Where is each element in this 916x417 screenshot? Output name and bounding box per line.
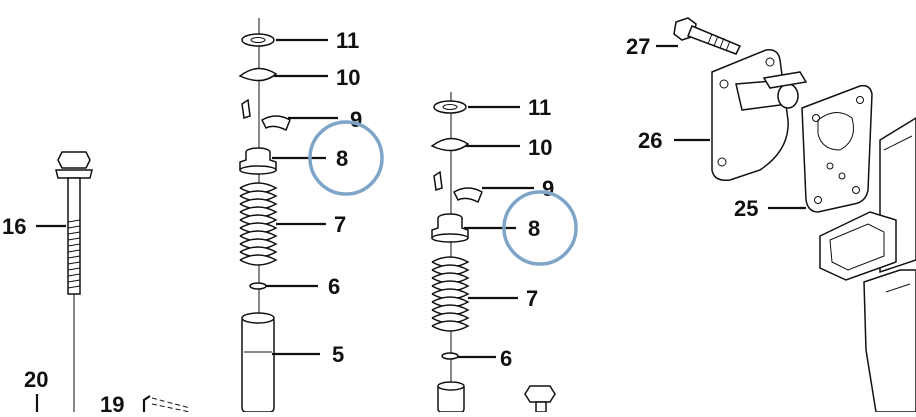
callout-8-a: 8	[336, 146, 348, 171]
callout-9-b: 9	[542, 176, 554, 201]
bolt-bottom-center	[524, 385, 556, 413]
callout-11-b: 11	[528, 95, 551, 120]
gasket-25	[801, 84, 873, 213]
callout-6-b: 6	[500, 346, 512, 371]
callout-26: 26	[638, 128, 662, 153]
callout-8-b: 8	[528, 216, 540, 241]
callout-7-b: 7	[526, 286, 538, 311]
highlight-circle-8-b	[502, 190, 578, 266]
callout-20: 20	[24, 367, 48, 392]
valve-stack-b	[430, 92, 483, 413]
callout-16: 16	[2, 214, 26, 239]
callout-27: 27	[626, 34, 650, 59]
callout-19: 19	[100, 392, 124, 412]
bolt-27	[673, 17, 742, 55]
part-19-fragment	[142, 395, 191, 413]
leader-lines-b	[458, 105, 534, 359]
housing-fragment	[819, 117, 916, 413]
callout-25: 25	[734, 196, 758, 221]
highlight-circle-8-a	[308, 120, 384, 196]
valve-stack-a	[238, 18, 291, 413]
leader-lines-a	[266, 38, 338, 356]
callout-5-a: 5	[332, 342, 344, 367]
callout-9-a: 9	[350, 107, 362, 132]
callout-6-a: 6	[328, 274, 340, 299]
callout-10-b: 10	[528, 135, 552, 160]
callout-7-a: 7	[334, 212, 346, 237]
plate-26	[711, 48, 808, 182]
callout-11-a: 11	[336, 28, 359, 53]
bolt-16	[36, 151, 93, 412]
callout-10-a: 10	[336, 65, 360, 90]
